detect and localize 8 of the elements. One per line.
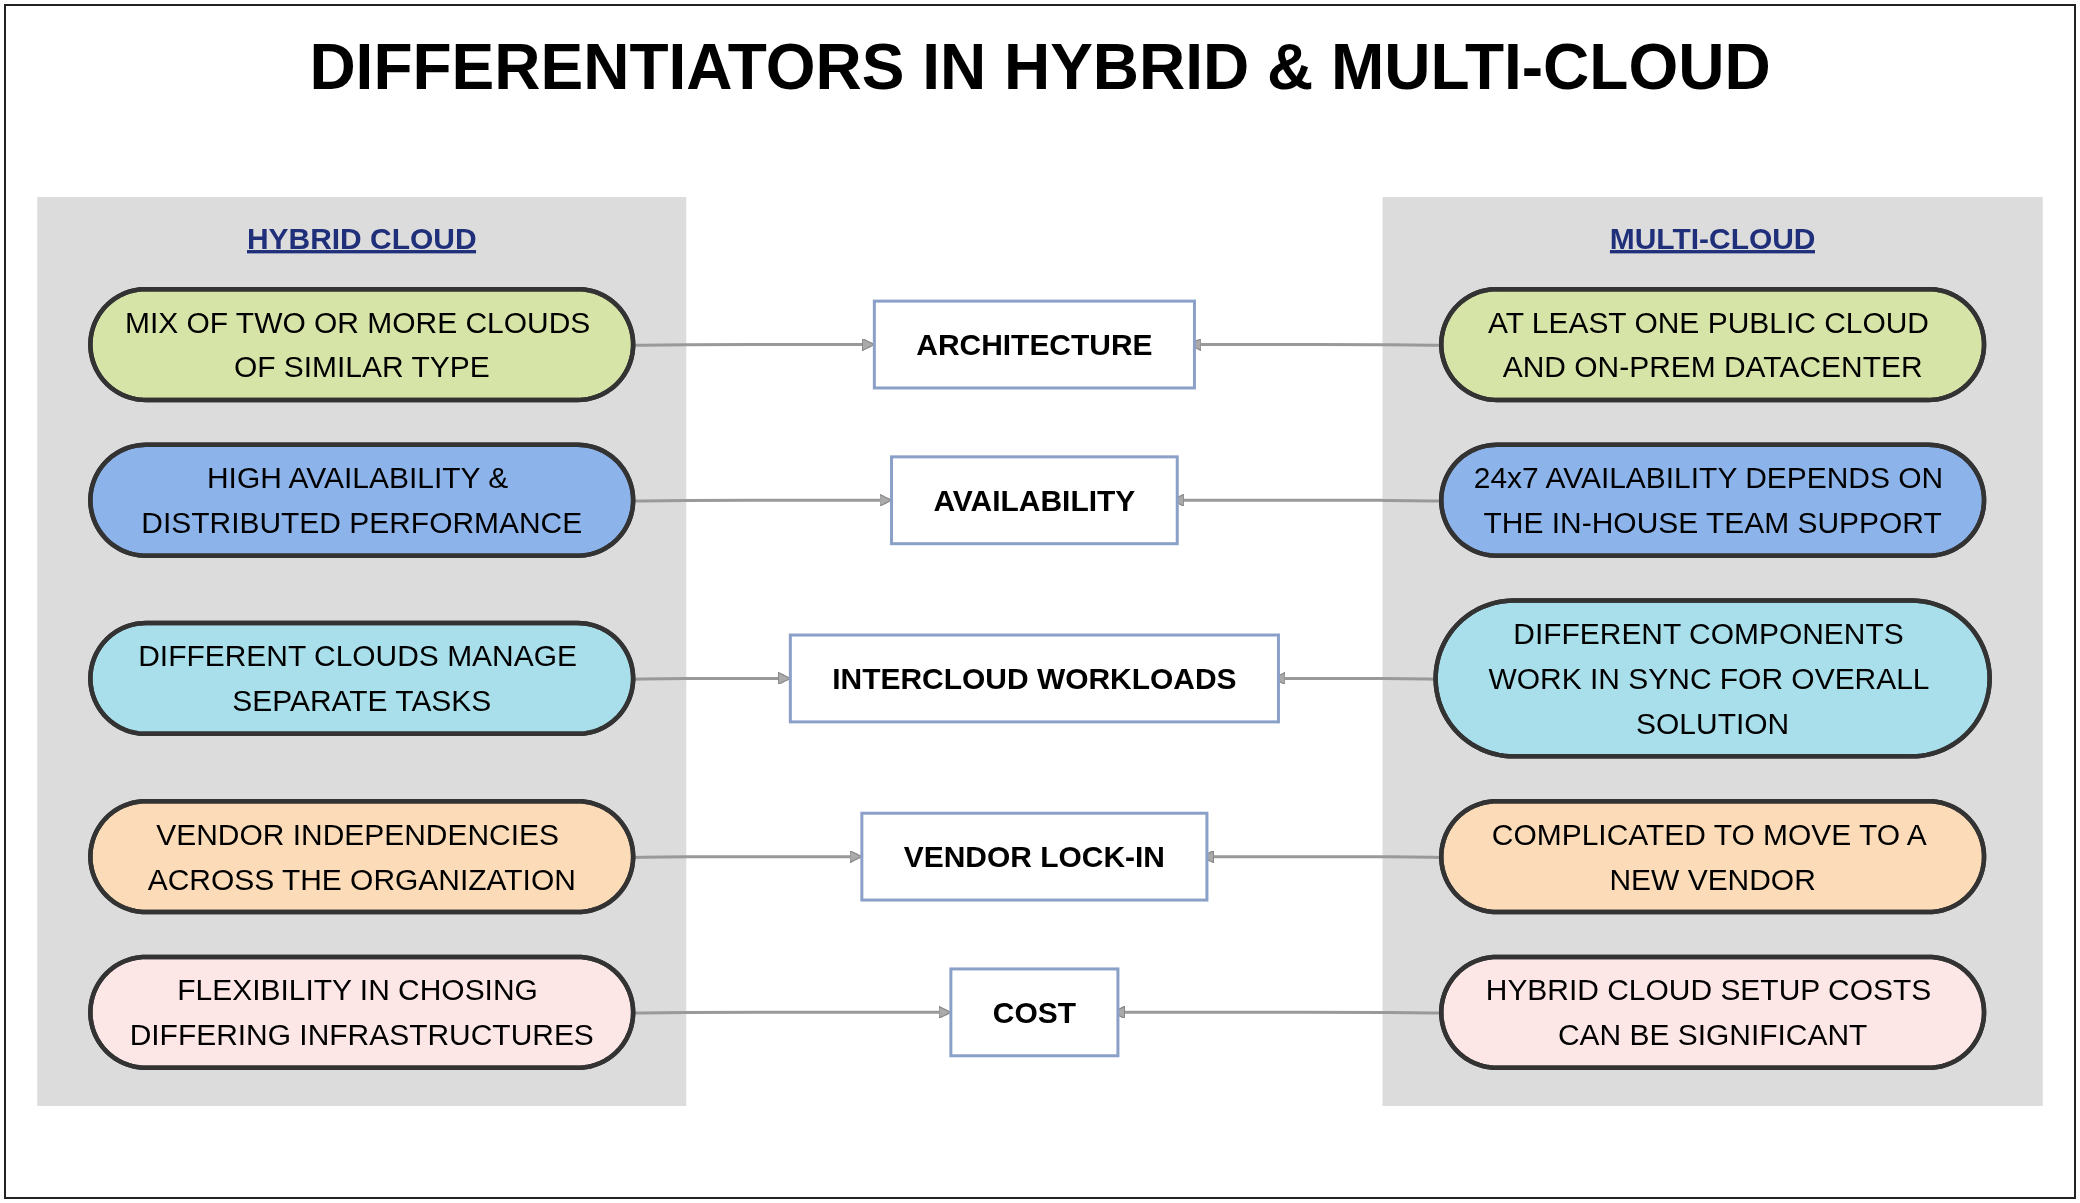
node-box: INTERCLOUD WORKLOADS — [788, 633, 1280, 724]
arrow — [633, 337, 875, 352]
arrow — [633, 671, 791, 686]
node-box: VENDOR LOCK-IN — [860, 811, 1209, 902]
node-box: ARCHITECTURE — [872, 299, 1196, 390]
title: DIFFERENTIATORS IN HYBRID & MULTI-CLOUD — [308, 30, 1772, 104]
node-box: COST — [949, 967, 1120, 1058]
node-box: AVAILABILITY — [890, 455, 1179, 546]
